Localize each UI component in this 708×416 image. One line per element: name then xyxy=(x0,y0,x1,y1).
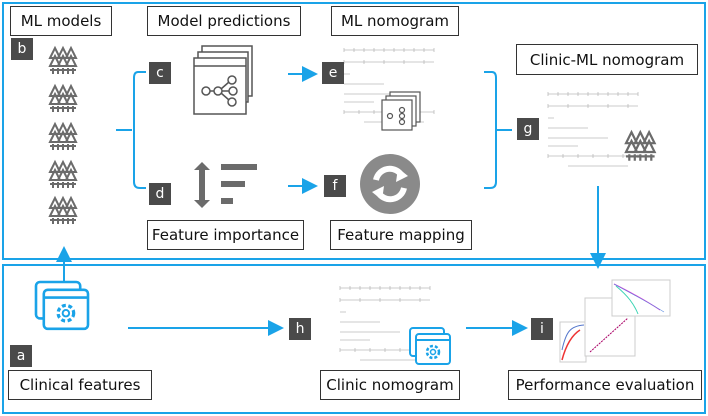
feature-sort-icon xyxy=(194,162,257,208)
badge-e: e xyxy=(322,62,344,84)
badge-b: b xyxy=(11,38,33,60)
badge-h: h xyxy=(289,318,311,340)
left-brace xyxy=(116,71,146,189)
label-ml-models: ML models xyxy=(10,6,112,36)
label-clinic-ml-nomogram: Clinic-ML nomogram xyxy=(516,44,698,75)
badge-f: f xyxy=(324,175,346,197)
clinic-ml-nomogram-thumbnail xyxy=(547,91,639,167)
badge-g: g xyxy=(517,118,539,140)
label-model-predictions: Model predictions xyxy=(147,6,301,36)
clinic-panel xyxy=(2,264,706,414)
label-ml-nomogram: ML nomogram xyxy=(331,6,459,36)
tree-ensemble-icon xyxy=(49,47,77,225)
performance-curves-thumbnail xyxy=(559,279,671,363)
label-performance-evaluation: Performance evaluation xyxy=(508,370,702,400)
settings-window-icon xyxy=(34,280,90,331)
model-stack-icon xyxy=(193,45,253,115)
label-clinical-features: Clinical features xyxy=(8,370,152,400)
label-feature-importance: Feature importance xyxy=(147,220,304,250)
settings-window-small-icon xyxy=(408,326,452,366)
label-feature-mapping: Feature mapping xyxy=(330,220,472,250)
badge-i: i xyxy=(531,318,553,340)
badge-d: d xyxy=(149,183,171,205)
badge-c: c xyxy=(149,62,171,84)
tree-small-icon xyxy=(624,131,656,162)
arrows xyxy=(56,66,606,336)
model-stack-small-icon xyxy=(381,91,421,131)
label-clinic-nomogram: Clinic nomogram xyxy=(320,370,460,400)
ml-panel xyxy=(2,2,706,260)
refresh-icon xyxy=(360,154,420,214)
badge-a: a xyxy=(10,345,32,367)
right-brace xyxy=(484,71,512,189)
